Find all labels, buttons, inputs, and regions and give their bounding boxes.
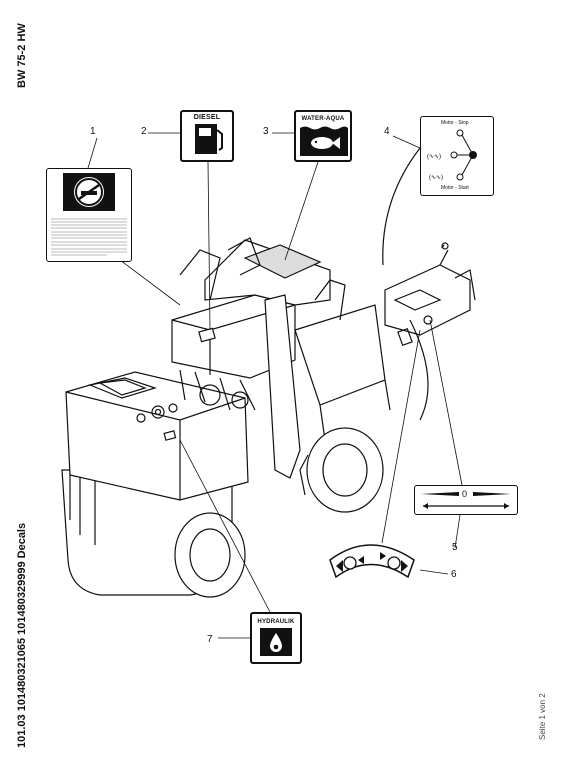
- svg-text:(∿∿): (∿∿): [429, 175, 443, 181]
- callout-4: 4: [384, 126, 390, 137]
- callout-2: 2: [141, 126, 147, 137]
- no-smoking-icon: [51, 173, 127, 256]
- fuel-pump-icon: [195, 124, 223, 154]
- callout-7: 7: [207, 634, 213, 645]
- svg-text:(∿∿): (∿∿): [427, 154, 441, 160]
- fish-icon: [300, 126, 348, 156]
- throttle-icon: [421, 492, 511, 509]
- callout-5: 5: [452, 542, 458, 553]
- motor-start-label: Motor - Start: [441, 185, 469, 191]
- diesel-decal: DIESEL: [180, 110, 234, 162]
- callout-1: 1: [90, 126, 96, 137]
- callout-3: 3: [263, 126, 269, 137]
- warning-sticker: [46, 168, 132, 262]
- throttle-zero-label: 0: [462, 489, 468, 499]
- hydraulic-drop-icon: [260, 628, 292, 656]
- hydraulik-decal: HYDRAULIK: [250, 612, 302, 664]
- callout-6: 6: [451, 569, 457, 580]
- diesel-label: DIESEL: [193, 114, 221, 121]
- motor-stop-start-decal: Motor - Stop Motor - Start (∿∿) (∿∿): [420, 116, 494, 196]
- motor-stop-label: Motor - Stop: [441, 120, 469, 126]
- ignition-switch-icon: (∿∿) (∿∿): [427, 129, 477, 181]
- hydraulik-label: HYDRAULIK: [257, 619, 295, 625]
- throttle-decal: 0: [414, 485, 518, 515]
- water-aqua-decal: WATER-AQUA: [294, 110, 352, 162]
- water-label: WATER-AQUA: [301, 116, 345, 122]
